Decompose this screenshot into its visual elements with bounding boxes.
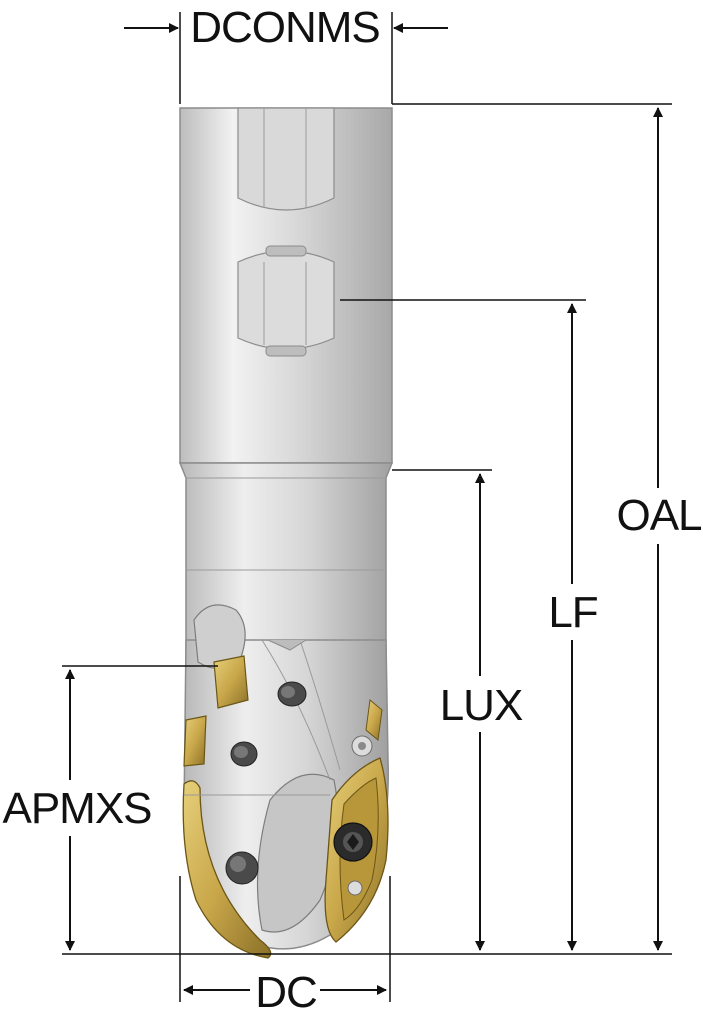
label-apmxs: APMXS	[2, 784, 151, 833]
insert-side	[183, 715, 207, 767]
label-dconms: DCONMS	[190, 3, 380, 52]
insert-front-small	[365, 699, 383, 741]
coolant-hole	[230, 741, 258, 767]
label-oal: OAL	[616, 491, 702, 540]
weldon-flat-top	[237, 107, 335, 211]
weldon-flat-middle	[237, 250, 335, 350]
extension-lines	[62, 12, 672, 1002]
label-dc: DC	[255, 968, 317, 1017]
label-lf: LF	[548, 588, 597, 637]
chip-pocket-lower	[256, 773, 339, 933]
insert-ball-left	[182, 780, 272, 959]
clamp-screw	[347, 880, 363, 896]
label-lux: LUX	[440, 681, 523, 730]
insert-top	[213, 655, 249, 709]
coolant-hole	[277, 681, 307, 707]
insert-screw	[333, 822, 373, 862]
coolant-hole	[225, 851, 259, 885]
clamp-screw	[351, 735, 373, 757]
milling-cutter	[178, 107, 394, 959]
